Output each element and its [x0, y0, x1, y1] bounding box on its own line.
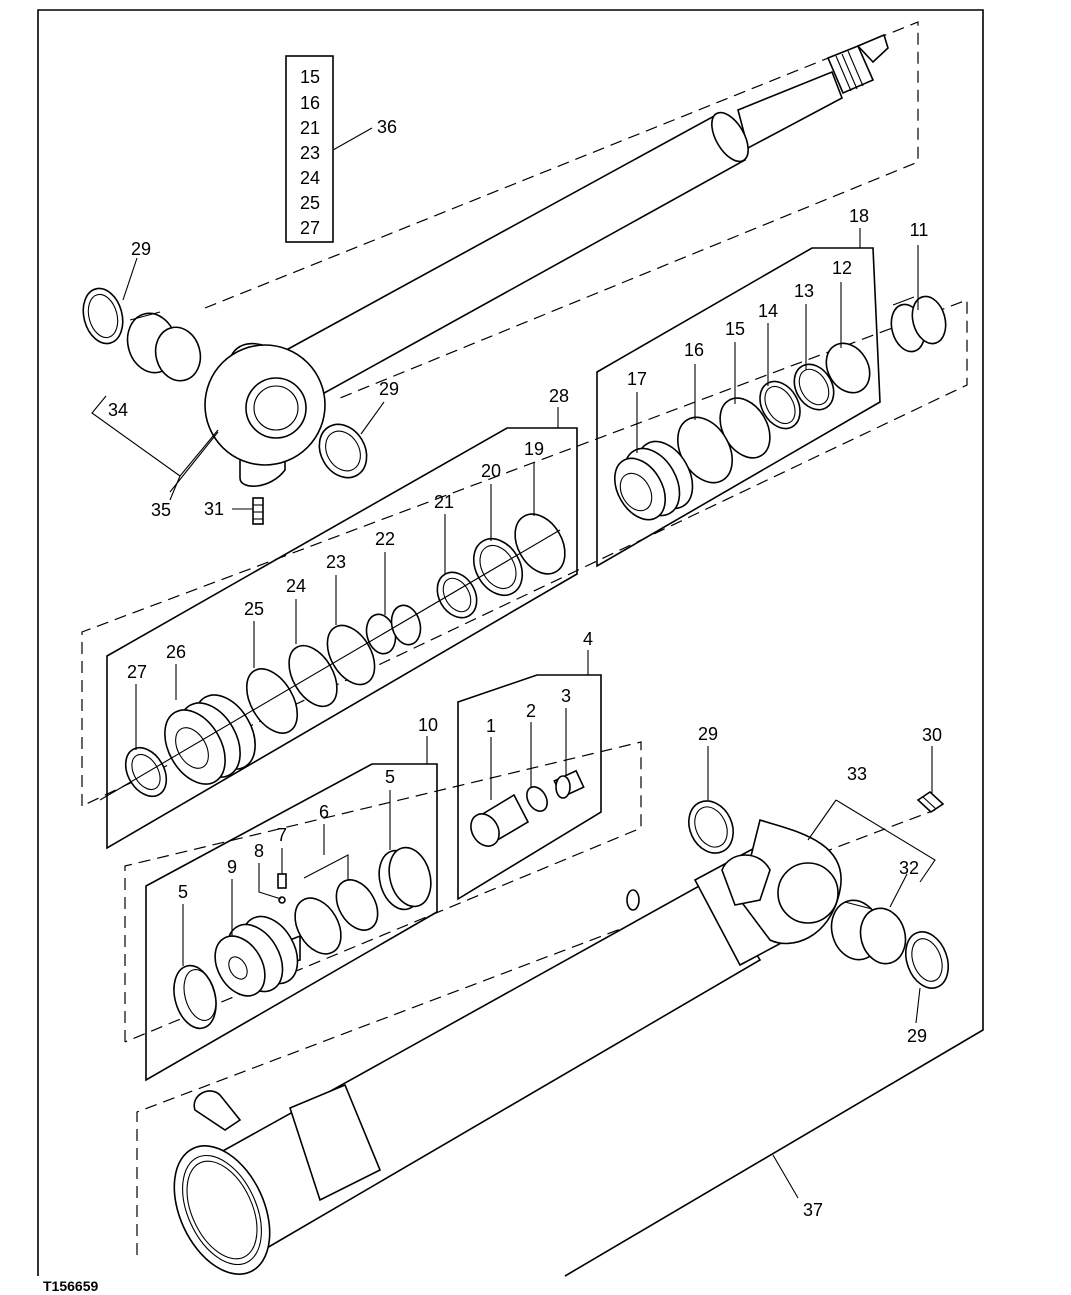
callout-11: 11 [910, 220, 929, 240]
kit-item-23: 23 [300, 143, 320, 163]
kit-item-25: 25 [300, 193, 320, 213]
piston-rod [204, 33, 889, 487]
leader-lines [122, 245, 933, 1199]
ring-2 [526, 786, 548, 812]
callout-36: 36 [377, 117, 397, 137]
seal-21 [436, 571, 478, 619]
callout-5-left: 5 [178, 882, 188, 902]
bushing-5-right [378, 846, 432, 911]
bushing-5-left [173, 964, 217, 1030]
callout-30: 30 [922, 725, 942, 745]
bracket-32-33 [807, 799, 936, 883]
callout-35: 35 [151, 500, 171, 520]
kit-item-15: 15 [300, 67, 320, 87]
bushing-34 [126, 311, 202, 382]
callout-34: 34 [108, 400, 128, 420]
dashed-rod-envelope [204, 21, 919, 399]
callout-15: 15 [725, 319, 745, 339]
callout-18: 18 [849, 206, 869, 226]
wiper-19 [514, 513, 566, 575]
callout-2: 2 [526, 701, 536, 721]
callout-22: 22 [375, 529, 395, 549]
callout-23: 23 [326, 552, 346, 572]
callout-13: 13 [794, 281, 814, 301]
dashed-piston-envelope [124, 741, 642, 1043]
snap-ring-29-barrel-top [688, 800, 734, 854]
group-4-outline [457, 650, 602, 901]
callout-labels: 29 36 34 29 35 31 18 11 12 13 14 15 16 1… [108, 117, 942, 1220]
outer-frame [37, 9, 984, 1277]
kit-item-16: 16 [300, 93, 320, 113]
callout-20: 20 [481, 461, 501, 481]
dashed-group-envelope [81, 299, 968, 807]
callout-14: 14 [758, 301, 778, 321]
callout-12: 12 [832, 258, 852, 278]
figure-code: T156659 [43, 1278, 98, 1294]
callout-5-right: 5 [385, 767, 395, 787]
bushing-11 [890, 295, 947, 353]
callout-26: 26 [166, 642, 186, 662]
callout-24: 24 [286, 576, 306, 596]
callout-17: 17 [627, 369, 647, 389]
callout-19: 19 [524, 439, 544, 459]
snap-ring-29-top-left [82, 287, 124, 345]
spring-7 [277, 873, 287, 889]
spacer-1 [470, 793, 530, 847]
seal-kit-box: 15 16 21 23 24 25 27 [285, 55, 373, 243]
group-10-outline [145, 736, 438, 1082]
callout-31: 31 [204, 499, 224, 519]
grease-fitting-30 [916, 790, 945, 814]
callout-27: 27 [127, 662, 147, 682]
kit-item-21: 21 [300, 118, 320, 138]
ring-14 [759, 380, 801, 430]
callout-29-barrel-top: 29 [698, 724, 718, 744]
callout-16: 16 [684, 340, 704, 360]
group-28-outline [106, 407, 578, 850]
callout-29-top-left: 29 [131, 239, 151, 259]
callout-32: 32 [899, 858, 919, 878]
o-ring-23 [326, 624, 376, 686]
callout-10: 10 [418, 715, 438, 735]
callout-1: 1 [486, 716, 496, 736]
o-ring-24 [288, 644, 338, 708]
callout-37: 37 [803, 1200, 823, 1220]
callout-28: 28 [549, 386, 569, 406]
piston-9 [214, 915, 301, 997]
ring-27 [124, 746, 168, 798]
bushing-22 [365, 604, 422, 655]
grease-fitting-31 [232, 497, 264, 525]
snap-ring-29-barrel-bottom [904, 931, 950, 989]
cylinder-barrel [173, 818, 842, 1275]
callout-7: 7 [277, 825, 287, 845]
callout-33: 33 [847, 764, 867, 784]
plug-3 [553, 769, 585, 799]
callout-4: 4 [583, 629, 593, 649]
callout-8: 8 [254, 841, 264, 861]
callout-9: 9 [227, 857, 237, 877]
callout-3: 3 [561, 686, 571, 706]
o-ring-25 [245, 668, 299, 734]
callout-21: 21 [434, 492, 454, 512]
snap-ring-29-rod [318, 423, 368, 479]
group-18-outline [596, 228, 881, 568]
ring-12 [825, 342, 871, 394]
head-26 [164, 694, 256, 785]
ring-6a [335, 879, 379, 931]
callout-6: 6 [319, 802, 329, 822]
ball-8 [278, 896, 286, 904]
callout-29-barrel-bottom: 29 [907, 1026, 927, 1046]
bushing-32 [830, 899, 907, 965]
callout-29-rod: 29 [379, 379, 399, 399]
bracket-34-35 [91, 395, 219, 501]
kit-item-24: 24 [300, 168, 320, 188]
kit-item-27: 27 [300, 218, 320, 238]
callout-25: 25 [244, 599, 264, 619]
ring-13 [793, 363, 835, 411]
head-17 [613, 440, 694, 521]
